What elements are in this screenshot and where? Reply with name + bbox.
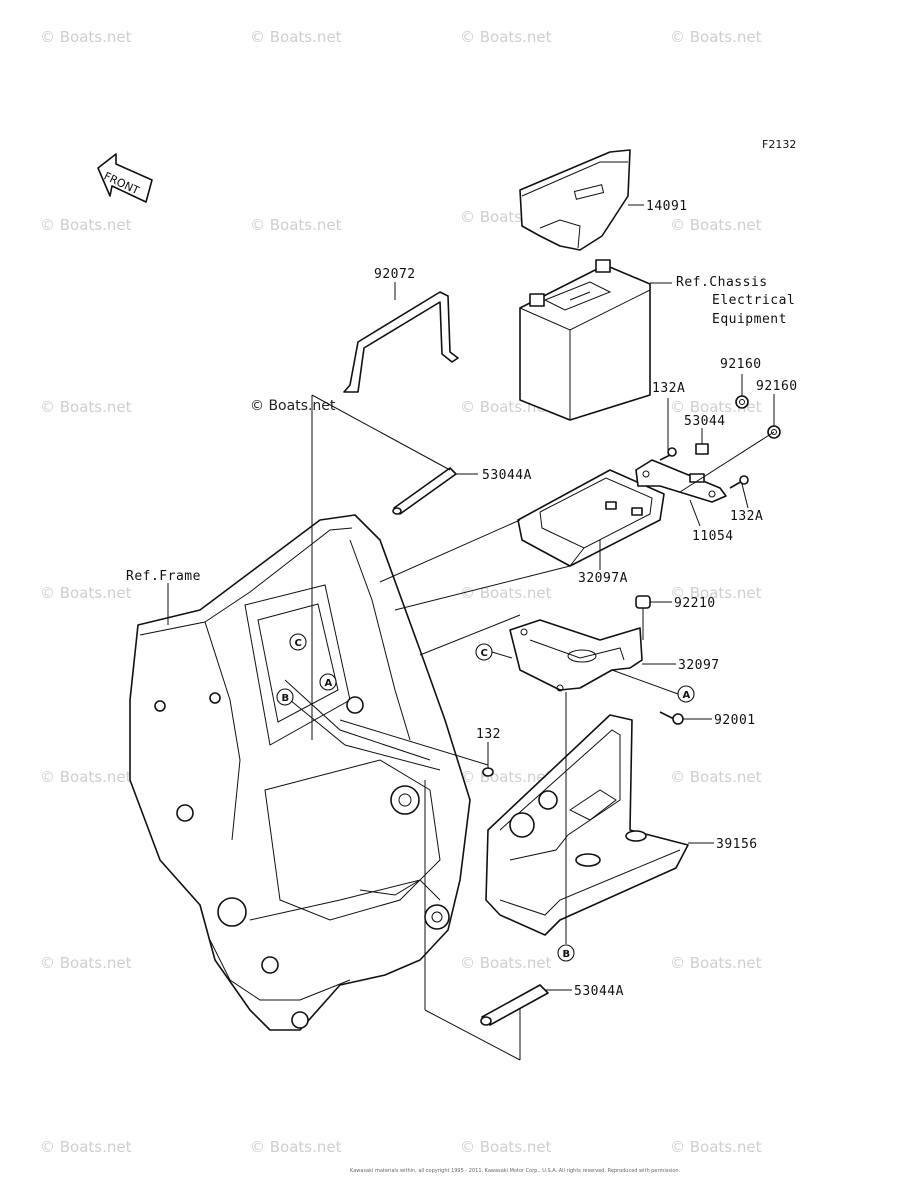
- part-92072-label: 92072: [374, 267, 416, 282]
- frame: [129, 514, 471, 1031]
- callout-b-case: B: [557, 944, 575, 962]
- battery-cover: [519, 149, 631, 251]
- leader-line: [419, 614, 521, 656]
- svg-text:C: C: [481, 648, 488, 659]
- leader-line: [394, 565, 571, 611]
- leader-line: [741, 483, 749, 509]
- bolt-icon: [659, 711, 684, 725]
- bolt-icon: [482, 767, 494, 777]
- watermark: © Boats.net: [40, 954, 132, 972]
- watermark: © Boats.net: [670, 216, 762, 234]
- leader-line: [339, 719, 489, 766]
- leader-line: [611, 669, 679, 695]
- leader-line: [679, 431, 775, 493]
- part-53044-label: 53044: [684, 414, 726, 429]
- watermark: © Boats.net: [250, 1138, 342, 1156]
- part-32097-label: 32097: [678, 658, 720, 673]
- part-39156-label: 39156: [716, 837, 758, 852]
- figure-code: F2132: [762, 138, 796, 151]
- front-arrow-icon: FRONT: [97, 153, 153, 203]
- watermark: © Boats.net: [670, 584, 762, 602]
- watermark: © Boats.net: [40, 1138, 132, 1156]
- watermark: © Boats.net: [670, 768, 762, 786]
- rod-53044a-bottom: [480, 984, 549, 1026]
- grommet-hole: [771, 429, 777, 435]
- nut-icon: [635, 595, 651, 609]
- watermark: © Boats.net: [460, 1138, 552, 1156]
- ref-chassis-label: Equipment: [712, 312, 787, 327]
- watermark: © Boats.net: [40, 398, 132, 416]
- watermark-layer: © Boats.net © Boats.net © Boats.net © Bo…: [40, 28, 762, 1156]
- svg-text:A: A: [683, 690, 691, 701]
- watermark: © Boats.net: [670, 28, 762, 46]
- callout-c-bracket: C: [475, 643, 493, 661]
- rubber-block: [695, 443, 709, 455]
- sub-bracket: [509, 619, 643, 692]
- watermark: © Boats.net: [40, 28, 132, 46]
- watermark: © Boats.net: [460, 584, 552, 602]
- callout-a-frame: A: [319, 673, 337, 691]
- part-11054-label: 11054: [692, 529, 734, 544]
- watermark: © Boats.net: [40, 584, 132, 602]
- bolt-icon: [729, 475, 749, 489]
- part-92160a-label: 92160: [720, 357, 762, 372]
- watermark: © Boats.net: [670, 954, 762, 972]
- grommet-hole: [739, 399, 745, 405]
- callout-a-bracket: A: [677, 685, 695, 703]
- leader-line: [311, 394, 451, 471]
- part-132a-bottom-label: 132A: [730, 509, 763, 524]
- ref-frame-label: Ref.Frame: [126, 569, 201, 584]
- bolt-icon: [659, 447, 677, 461]
- rod-53044a-top: [392, 467, 457, 515]
- part-92001-label: 92001: [714, 713, 756, 728]
- svg-text:A: A: [325, 678, 333, 689]
- svg-text:B: B: [563, 949, 571, 960]
- watermark: © Boats.net: [670, 1138, 762, 1156]
- ref-chassis-label: Electrical: [712, 293, 795, 308]
- leader-line: [424, 1009, 521, 1061]
- part-92160b-label: 92160: [756, 379, 798, 394]
- battery-case: [485, 714, 689, 936]
- part-53044a-top-label: 53044A: [482, 468, 532, 483]
- part-92210-label: 92210: [674, 596, 716, 611]
- battery: [519, 259, 651, 421]
- watermark: © Boats.net: [460, 954, 552, 972]
- copyright-text: Kawasaki materials within, all copyright…: [350, 1168, 681, 1174]
- svg-text:C: C: [295, 638, 302, 649]
- watermark: © Boats.net: [460, 28, 552, 46]
- part-53044a-bottom-label: 53044A: [574, 984, 624, 999]
- grommet-icon: [735, 395, 749, 409]
- leader-line: [491, 651, 513, 659]
- watermark-dark: © Boats.net: [250, 398, 336, 414]
- leader-line: [379, 519, 521, 583]
- callout-c-frame: C: [289, 633, 307, 651]
- watermark: © Boats.net: [40, 768, 132, 786]
- part-132a-top-label: 132A: [652, 381, 685, 396]
- svg-text:B: B: [282, 693, 290, 704]
- bracket: [635, 459, 727, 503]
- watermark: © Boats.net: [250, 216, 342, 234]
- watermark: © Boats.net: [40, 216, 132, 234]
- battery-strap: [343, 291, 459, 393]
- callout-b-frame: B: [276, 688, 294, 706]
- leader-line: [689, 499, 701, 527]
- part-32097a-label: 32097A: [578, 571, 628, 586]
- part-132-label: 132: [476, 727, 501, 742]
- ref-chassis-label: Ref.Chassis: [676, 275, 768, 290]
- part-14091-label: 14091: [646, 199, 688, 214]
- watermark: © Boats.net: [250, 28, 342, 46]
- battery-tray: [517, 469, 665, 567]
